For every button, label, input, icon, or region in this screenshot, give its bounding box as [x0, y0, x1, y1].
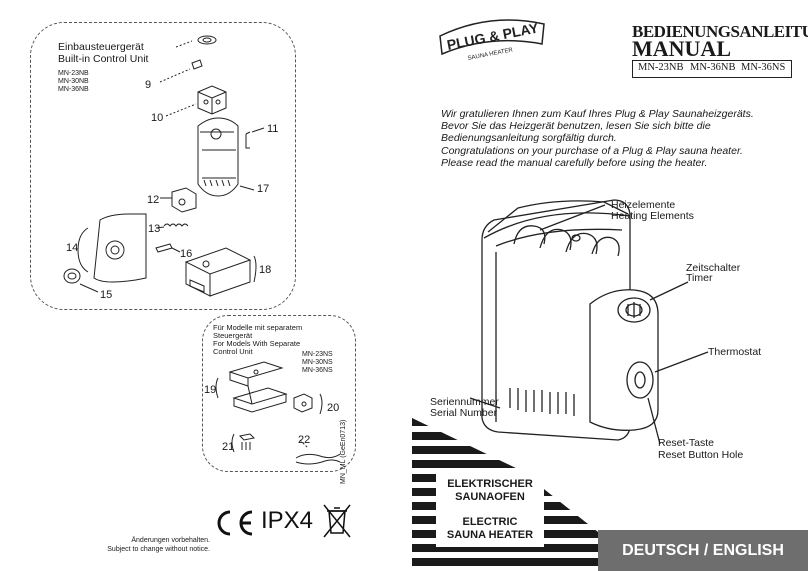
intro-en-line: Please read the manual carefully before …	[441, 157, 708, 169]
separate-title-de: Steuergerät	[213, 331, 253, 340]
callout-reset-en: Reset Button Hole	[658, 449, 744, 461]
part-number: 13	[148, 223, 161, 235]
part-number: 17	[257, 183, 270, 195]
intro-de-line: Bevor Sie das Heizgerät benutzen, lesen …	[441, 120, 711, 132]
callout-heating-de: Heizelemente	[611, 199, 676, 211]
callout-serial-en: Serial Number	[430, 407, 498, 419]
separate-title-de: Für Modelle mit separatem	[213, 323, 303, 332]
product-title-en: SAUNA HEATER	[446, 529, 534, 541]
control-unit-model: MN-30NB	[58, 78, 89, 85]
control-unit-model: MN-36NB	[58, 86, 89, 93]
intro-de-line: Bedienungsanleitung sorgfältig durch.	[441, 132, 617, 144]
callout-reset-de: Reset-Taste	[658, 437, 715, 449]
header-model: MN-36NS	[741, 62, 786, 73]
language-banner: DEUTSCH / ENGLISH	[598, 530, 808, 571]
separate-title-en: Control Unit	[213, 347, 253, 356]
separate-model: MN-30NS	[302, 359, 333, 366]
intro-en-line: Congratulations on your purchase of a Pl…	[441, 145, 743, 157]
callout-thermostat: Thermostat	[708, 346, 762, 358]
callout-timer-en: Timer	[686, 272, 713, 284]
part-number: 20	[327, 402, 340, 414]
separate-model: MN-23NS	[302, 351, 333, 358]
separate-control-unit-panel	[202, 315, 356, 472]
product-title-box	[436, 473, 544, 547]
part-number: 9	[145, 79, 152, 91]
callout-heating-en: Heating Elements	[611, 210, 694, 222]
control-unit-title-en: Built-in Control Unit	[58, 53, 149, 65]
separate-title-en: For Models With Separate	[213, 339, 301, 348]
part-number: 15	[100, 289, 113, 301]
callout-serial-de: Seriennummer	[430, 396, 499, 408]
part-number: 11	[267, 123, 279, 135]
header-model: MN-36NB	[690, 62, 736, 73]
part-number: 18	[259, 264, 272, 276]
part-number: 16	[180, 248, 193, 260]
part-number: 19	[204, 384, 217, 396]
ce-mark-icon	[217, 510, 253, 536]
product-title-de: SAUNAOFEN	[455, 491, 525, 503]
part-number: 21	[222, 441, 235, 453]
part-number: 10	[151, 112, 164, 124]
manual-title-en: MANUAL	[632, 36, 731, 61]
intro-de-line: Wir gratulieren Ihnen zum Kauf Ihres Plu…	[441, 108, 754, 120]
control-unit-title-de: Einbausteuergerät	[58, 41, 144, 53]
part-number: 14	[66, 242, 79, 254]
model-box	[632, 60, 792, 78]
ipx4-mark: IPX4	[261, 507, 314, 534]
manual-title-de: BEDIENUNGSANLEITUNG	[632, 22, 808, 41]
header-model: MN-23NB	[638, 62, 684, 73]
part-number: 22	[298, 434, 311, 446]
separate-model: MN-36NS	[302, 367, 333, 374]
change-notice-en: Subject to change without notice.	[107, 546, 210, 553]
product-title-en: ELECTRIC	[462, 516, 518, 528]
product-title-de: ELEKTRISCHER	[447, 478, 533, 490]
plug-and-play-logo: PLUG & PLAY SAUNA HEATER	[439, 19, 545, 62]
weee-bin-icon	[323, 504, 351, 538]
part-number: 12	[147, 194, 160, 206]
built-in-control-unit-panel	[30, 22, 296, 310]
change-notice-de: Änderungen vorbehalten.	[131, 537, 210, 544]
callout-timer-de: Zeitschalter	[686, 262, 741, 274]
control-unit-model: MN-23NB	[58, 70, 89, 77]
